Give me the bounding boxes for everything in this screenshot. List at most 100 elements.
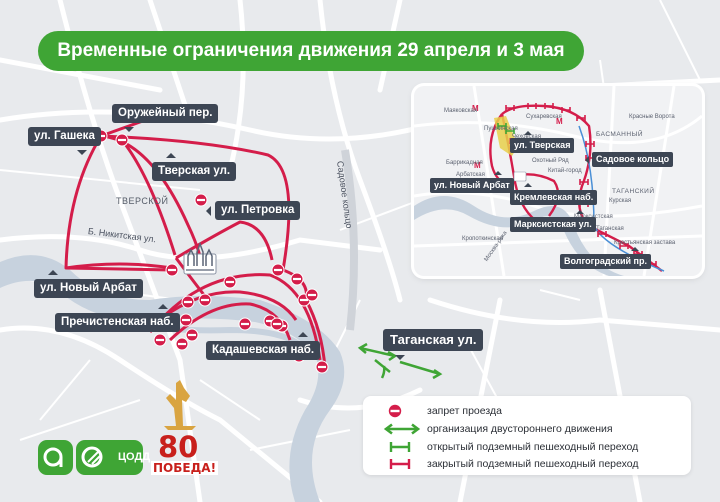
victory-80-logo-emblem bbox=[164, 380, 196, 430]
inset-small-label-13: Крестьянская застава bbox=[614, 240, 676, 246]
tag-petrovka: ул. Петровка bbox=[206, 201, 301, 220]
page-title: Временные ограничения движения 29 апреля… bbox=[38, 31, 584, 71]
no-entry-marker bbox=[290, 272, 304, 286]
codd-logo: ЦОДД bbox=[76, 440, 150, 475]
underpass-marker bbox=[527, 103, 537, 109]
inset-small-label-10: Курская bbox=[609, 198, 632, 204]
sadovoe-ring-road bbox=[341, 149, 358, 331]
inset-tag-marksistskaya-label: Марксистская ул. bbox=[514, 219, 592, 229]
underpass-marker bbox=[585, 141, 595, 147]
inset-map: MMMMM Маяковская Пушкинская Чеховская Су… bbox=[414, 86, 702, 276]
no-entry-marker bbox=[165, 263, 179, 277]
tag-tverskaya-label: Тверская ул. bbox=[158, 165, 231, 177]
underpass-marker bbox=[619, 243, 629, 249]
codd-logo-text: ЦОДД bbox=[118, 451, 151, 463]
inset-tag-volgogradsky: Волгоградский пр. bbox=[560, 247, 651, 269]
tag-tverskaya: Тверская ул. bbox=[152, 153, 237, 181]
no-entry-marker bbox=[305, 288, 319, 302]
underpass-marker bbox=[544, 103, 554, 109]
moskva-river bbox=[0, 255, 345, 502]
inset-small-label-7: Китай-город bbox=[548, 168, 582, 174]
svg-text:M: M bbox=[472, 104, 479, 113]
tag-gasheka: ул. Гашека bbox=[28, 127, 101, 155]
no-entry-marker bbox=[185, 328, 199, 342]
no-entry-icon bbox=[388, 404, 402, 417]
legend-label-closed-underpass: закрытый подземный пешеходный переход bbox=[427, 457, 639, 470]
inset-small-label-3: Чеховская bbox=[512, 134, 541, 140]
no-entry-marker bbox=[198, 293, 212, 307]
inset-tag-sadovoe: Садовое кольцо bbox=[585, 152, 674, 167]
inset-tag-tverskaya: ул. Тверская bbox=[510, 131, 575, 153]
legend-label-two-way: организация двустороннего движения bbox=[427, 422, 613, 435]
no-entry-marker bbox=[115, 133, 129, 147]
no-entry-marker bbox=[153, 333, 167, 347]
inset-tag-kremlevskaya-label: Кремлевская наб. bbox=[514, 192, 594, 202]
inset-tag-volgogradsky-label: Волгоградский пр. bbox=[564, 256, 647, 266]
map-legend: запрет проезда организация двустороннего… bbox=[363, 396, 691, 475]
tag-prechistenskaya-label: Пречистенская наб. bbox=[61, 316, 174, 328]
underpass-marker bbox=[505, 105, 515, 111]
open-underpass-icon bbox=[389, 441, 411, 452]
moscow-logo bbox=[38, 440, 73, 475]
inset-district-basmanny: БАСМАННЫЙ bbox=[596, 131, 644, 138]
underpass-marker bbox=[597, 231, 607, 237]
tag-taganskaya: Таганская ул. bbox=[383, 329, 484, 360]
underpass-marker bbox=[579, 179, 589, 185]
no-entry-marker bbox=[181, 295, 195, 309]
tag-kadashevskaya: Кадашевская наб. bbox=[206, 332, 321, 360]
no-entry-markers bbox=[94, 129, 329, 374]
tag-prechistenskaya: Пречистенская наб. bbox=[55, 304, 180, 332]
inset-tag-tverskaya-label: ул. Тверская bbox=[514, 140, 571, 150]
inset-tag-noviy-arbat: ул. Новый Арбат bbox=[430, 171, 514, 193]
legend-row-open-underpass: открытый подземный пешеходный переход bbox=[383, 438, 638, 455]
svg-text:M: M bbox=[474, 161, 481, 170]
inset-tag-marksistskaya: Марксистская ул. bbox=[510, 210, 596, 232]
tag-petrovka-label: ул. Петровка bbox=[221, 204, 295, 216]
no-entry-marker bbox=[271, 263, 285, 277]
inset-small-label-9: Арбатская bbox=[456, 172, 485, 178]
no-entry-marker bbox=[194, 193, 208, 207]
inset-small-label-5: Красные Ворота bbox=[629, 114, 675, 120]
inset-kremlin-icon bbox=[513, 171, 527, 182]
no-entry-marker bbox=[179, 313, 193, 327]
no-entry-marker bbox=[223, 275, 237, 289]
underpass-marker bbox=[576, 115, 586, 121]
closed-underpass-icon bbox=[389, 458, 411, 469]
two-way-arrow-icon bbox=[383, 422, 421, 435]
kremlin-icon bbox=[183, 241, 217, 275]
inset-small-label-8: Баррикадная bbox=[446, 160, 483, 166]
inset-small-label-6: Охотный Ряд bbox=[532, 158, 569, 164]
svg-text:M: M bbox=[556, 117, 563, 126]
two-way-traffic-arrows bbox=[357, 342, 443, 380]
inset-tag-kremlevskaya: Кремлевская наб. bbox=[510, 183, 598, 205]
tag-oruzheyny: Оружейный пер. bbox=[112, 104, 219, 132]
legend-row-closed-underpass: закрытый подземный пешеходный переход bbox=[383, 455, 638, 472]
legend-row-no-entry: запрет проезда bbox=[383, 402, 502, 419]
underpass-marker bbox=[505, 128, 515, 134]
inset-small-label-1: Маяковская bbox=[444, 108, 478, 114]
tag-gasheka-label: ул. Гашека bbox=[34, 130, 95, 142]
district-tverskoy: ТВЕРСКОЙ bbox=[116, 196, 169, 206]
inset-small-label-14: Кропоткинская bbox=[462, 236, 504, 242]
no-entry-marker bbox=[315, 360, 329, 374]
victory-80-word: ПОБЕДА! bbox=[151, 461, 219, 475]
inset-tag-sadovoe-label: Садовое кольцо bbox=[596, 154, 670, 164]
tag-kadashevskaya-label: Кадашевская наб. bbox=[212, 344, 315, 356]
moscow-logo-glyph bbox=[43, 447, 63, 467]
legend-label-no-entry: запрет проезда bbox=[427, 404, 502, 417]
tag-oruzheyny-label: Оружейный пер. bbox=[118, 107, 213, 119]
legend-row-two-way: организация двустороннего движения bbox=[383, 420, 613, 437]
inset-tag-noviy-arbat-label: ул. Новый Арбат bbox=[434, 180, 510, 190]
codd-logo-glyph bbox=[81, 446, 103, 468]
legend-label-open-underpass: открытый подземный пешеходный переход bbox=[427, 440, 639, 453]
no-entry-marker bbox=[238, 317, 252, 331]
inset-district-tagansky: ТАГАНСКИЙ bbox=[612, 188, 655, 195]
no-entry-marker bbox=[270, 317, 284, 331]
inset-small-label-2: Пушкинская bbox=[484, 126, 518, 132]
no-entry-marker bbox=[175, 337, 189, 351]
underpass-marker bbox=[561, 107, 571, 113]
victory-80-number: 80 bbox=[158, 430, 199, 464]
tag-noviy-arbat: ул. Новый Арбат bbox=[34, 270, 143, 298]
tag-taganskaya-label: Таганская ул. bbox=[390, 332, 477, 347]
